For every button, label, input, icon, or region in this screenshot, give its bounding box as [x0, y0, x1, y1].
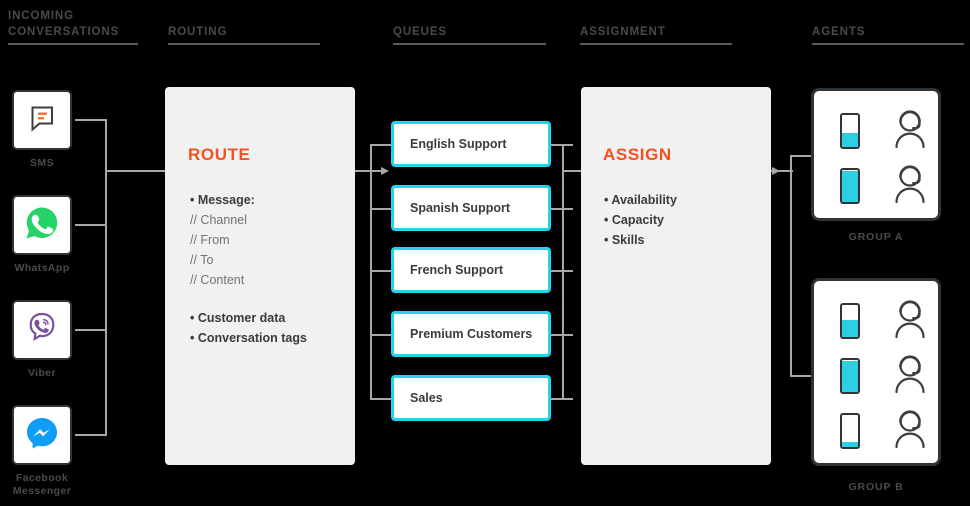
column-header-queues: QUEUES	[393, 26, 447, 38]
agent-group-a-box[interactable]	[811, 88, 941, 221]
channel-card-whatsapp[interactable]	[12, 195, 72, 255]
route-panel	[165, 87, 355, 465]
column-rule-queues	[393, 43, 546, 45]
route-item-to: // To	[190, 253, 214, 267]
route-item-from: // From	[190, 233, 230, 247]
connector-queue-sales-out	[551, 398, 573, 400]
agent-row-a2	[840, 163, 932, 208]
column-header-incoming: INCOMING CONVERSATIONS	[8, 8, 119, 40]
route-panel-list: • Message: // Channel // From // To // C…	[190, 190, 350, 348]
connector-group-a-in	[790, 155, 812, 157]
agent-headset-icon	[888, 353, 932, 398]
agent-group-a-label: GROUP A	[848, 231, 904, 243]
route-item-message: • Message:	[190, 193, 255, 207]
connector-queue-french-in	[370, 270, 392, 272]
sms-bubble-icon	[27, 103, 57, 138]
queue-box-premium-customers[interactable]: Premium Customers	[391, 311, 551, 357]
column-header-incoming-line1: INCOMING	[8, 10, 74, 22]
capacity-fill-b3	[842, 442, 858, 447]
column-header-assignment: ASSIGNMENT	[580, 26, 666, 38]
agent-row-b1	[840, 298, 932, 343]
queue-label-english-support: English Support	[410, 137, 507, 151]
connector-route-arrowhead	[381, 167, 389, 175]
column-rule-incoming	[8, 43, 138, 45]
channel-label-messenger-line1: Facebook	[15, 472, 69, 484]
connector-channels-to-route	[105, 170, 165, 172]
queue-label-premium-customers: Premium Customers	[410, 327, 533, 341]
channel-label-viber: Viber	[27, 367, 57, 379]
column-header-routing: ROUTING	[168, 26, 228, 38]
connector-route-to-queues	[355, 170, 381, 172]
capacity-bar-b3	[840, 412, 860, 449]
channel-card-sms[interactable]	[12, 90, 72, 150]
capacity-bar-a1	[840, 112, 860, 149]
whatsapp-icon	[23, 204, 61, 247]
connector-queues-to-assign	[562, 170, 582, 172]
connector-queues-out-bus	[562, 144, 564, 399]
queue-label-spanish-support: Spanish Support	[410, 201, 510, 215]
column-rule-routing	[168, 43, 320, 45]
queue-label-french-support: French Support	[410, 263, 504, 277]
viber-icon	[24, 310, 60, 351]
agent-row-b2	[840, 353, 932, 398]
route-item-customer-data: • Customer data	[190, 311, 286, 325]
agent-headset-icon	[888, 108, 932, 153]
connector-whatsapp-stub	[75, 224, 107, 226]
queue-box-sales[interactable]: Sales	[391, 375, 551, 421]
column-header-incoming-line2: CONVERSATIONS	[8, 26, 120, 38]
connector-assign-arrowhead	[772, 167, 780, 175]
channel-label-sms: SMS	[30, 157, 54, 169]
channel-label-facebook-messenger: Facebook Messenger	[0, 472, 84, 498]
queue-box-spanish-support[interactable]: Spanish Support	[391, 185, 551, 231]
capacity-fill-a1	[842, 133, 858, 147]
agent-row-a1	[840, 108, 932, 153]
assign-panel-title: ASSIGN	[603, 145, 672, 164]
facebook-messenger-icon	[23, 414, 61, 457]
queue-box-french-support[interactable]: French Support	[391, 247, 551, 293]
route-item-channel: // Channel	[190, 213, 247, 227]
channel-card-viber[interactable]	[12, 300, 72, 360]
connector-group-b-in	[790, 375, 812, 377]
capacity-bar-b2	[840, 357, 860, 394]
connector-queue-english-in	[370, 144, 392, 146]
route-item-conversation-tags: • Conversation tags	[190, 331, 307, 345]
capacity-bar-a2	[840, 167, 860, 204]
channel-card-facebook-messenger[interactable]	[12, 405, 72, 465]
column-header-agents: AGENTS	[812, 26, 866, 38]
capacity-fill-b2	[842, 360, 858, 392]
assign-item-capacity: • Capacity	[604, 213, 664, 227]
connector-agents-bus	[790, 155, 792, 377]
agent-group-b-box[interactable]	[811, 278, 941, 466]
connector-queue-spanish-in	[370, 208, 392, 210]
capacity-fill-a2	[842, 170, 858, 202]
connector-queue-premium-in	[370, 334, 392, 336]
column-rule-agents	[812, 43, 964, 45]
capacity-bar-b1	[840, 302, 860, 339]
queue-label-sales: Sales	[410, 391, 443, 405]
assign-panel	[581, 87, 771, 465]
assign-panel-list: • Availability • Capacity • Skills	[604, 190, 764, 250]
queue-box-english-support[interactable]: English Support	[391, 121, 551, 167]
route-item-content: // Content	[190, 273, 245, 287]
route-panel-title: ROUTE	[188, 145, 251, 164]
route-list-spacer	[190, 290, 350, 308]
capacity-fill-b1	[842, 319, 858, 337]
connector-assign-to-agents	[771, 170, 793, 172]
agent-headset-icon	[888, 163, 932, 208]
connector-channels-bus	[105, 119, 107, 436]
column-rule-assignment	[580, 43, 732, 45]
assign-item-skills: • Skills	[604, 233, 645, 247]
channel-label-messenger-line2: Messenger	[12, 485, 72, 497]
agent-headset-icon	[888, 408, 932, 453]
assign-item-availability: • Availability	[604, 193, 677, 207]
agent-headset-icon	[888, 298, 932, 343]
connector-queue-sales-in	[370, 398, 392, 400]
agent-row-b3	[840, 408, 932, 453]
connector-messenger-stub	[75, 434, 107, 436]
connector-sms-stub	[75, 119, 107, 121]
connector-viber-stub	[75, 329, 107, 331]
channel-label-whatsapp: WhatsApp	[14, 262, 70, 274]
agent-group-b-label: GROUP B	[848, 481, 904, 493]
